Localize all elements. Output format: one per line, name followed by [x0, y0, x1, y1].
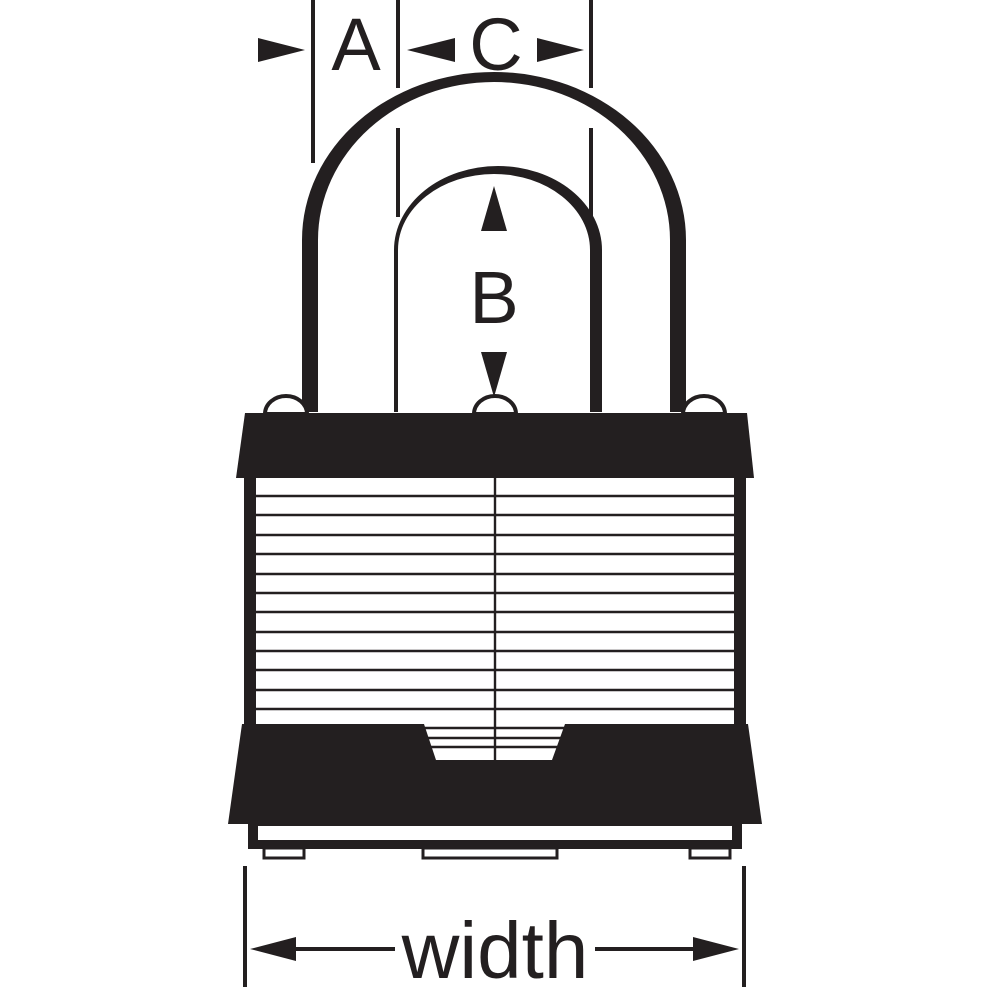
arrow-right-icon [693, 937, 739, 961]
top-plate [236, 413, 754, 478]
arrow-left-icon [250, 937, 296, 961]
arrow-down-icon [481, 352, 507, 397]
label-c: C [469, 3, 522, 86]
arrow-right-icon [537, 38, 584, 62]
arrow-up-icon [481, 186, 507, 231]
arrow-right-icon [258, 38, 305, 62]
laminated-body [244, 478, 746, 760]
label-width: width [401, 906, 589, 990]
arrow-left-icon [407, 38, 455, 62]
dimension-width [243, 866, 746, 987]
base-plate [248, 824, 742, 849]
base-feet [262, 846, 732, 860]
label-a: A [331, 3, 381, 86]
bottom-plate [228, 724, 762, 824]
laminate-lines [256, 478, 734, 760]
label-b: B [469, 256, 518, 339]
dimension-b [481, 186, 507, 397]
rivets-top [262, 394, 728, 416]
dimension-a-c [258, 0, 593, 217]
